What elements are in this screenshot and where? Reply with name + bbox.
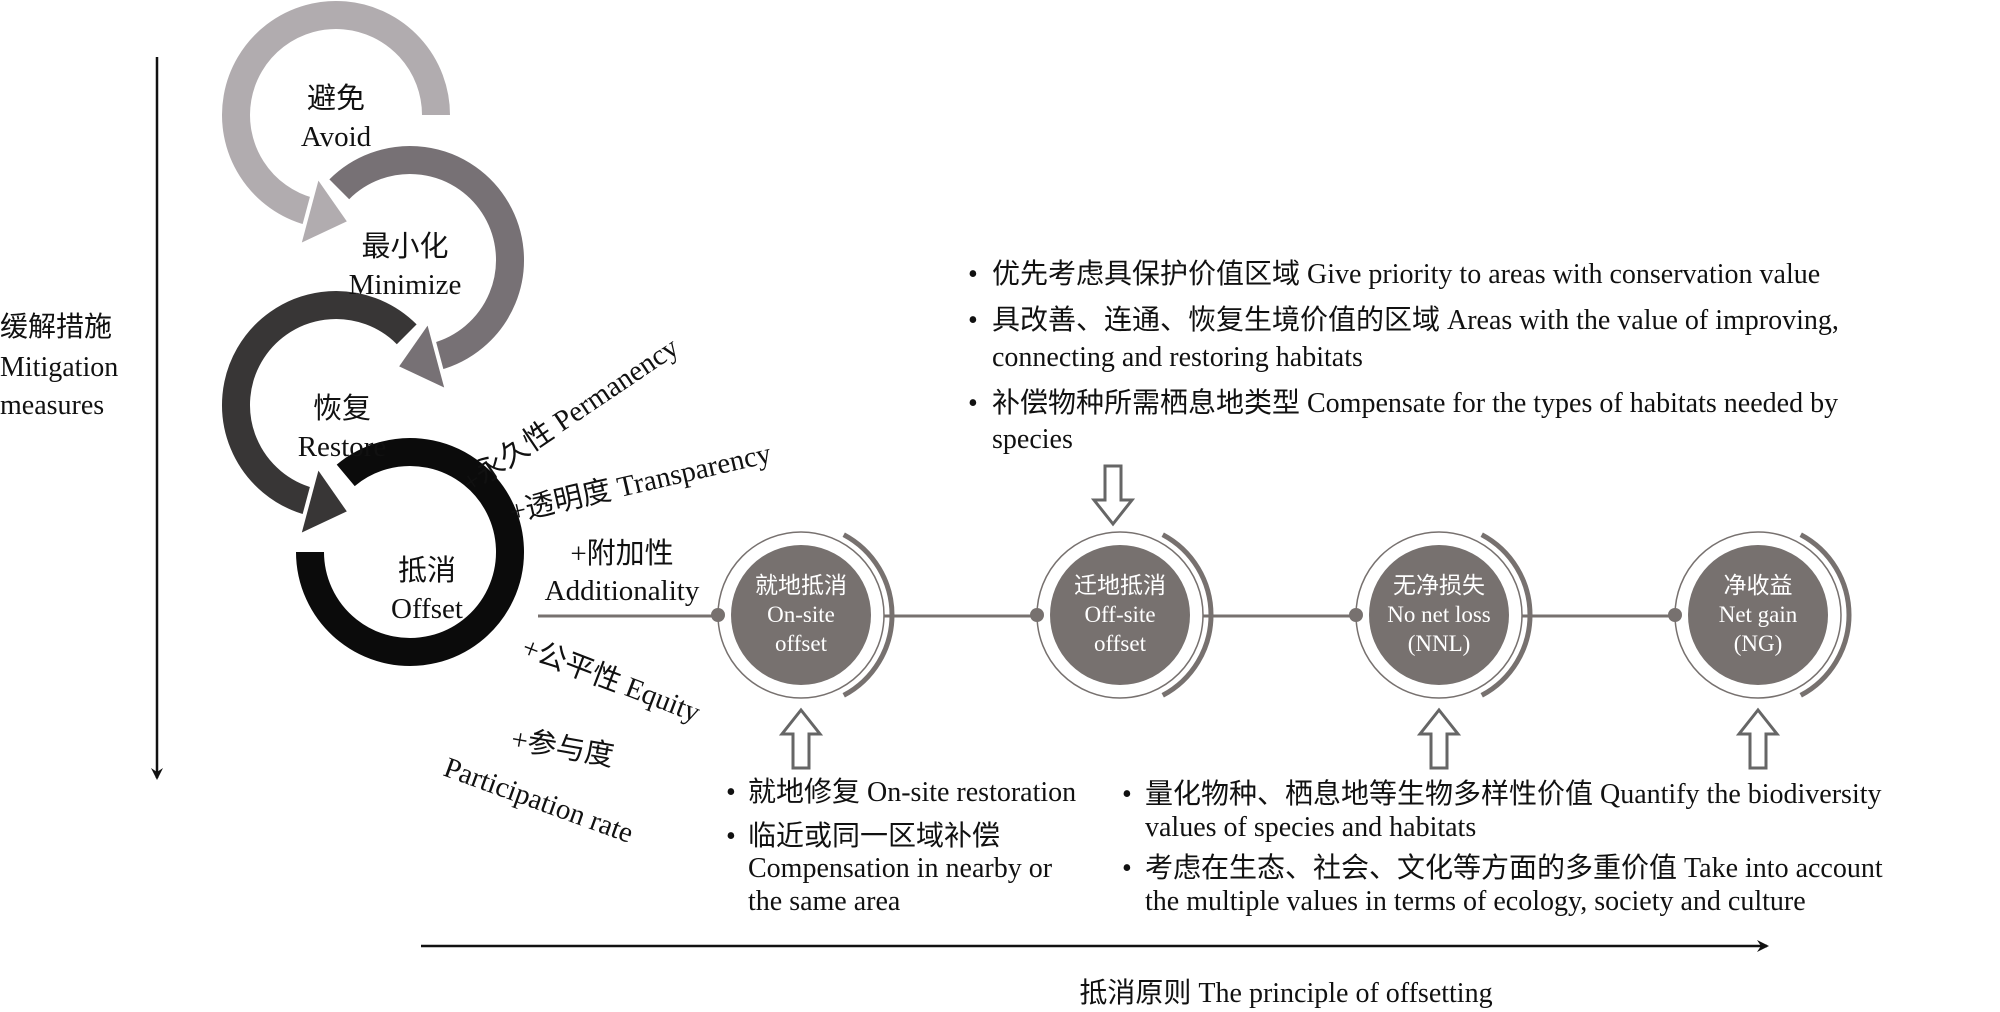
stage-label: 净收益 [1724,573,1793,598]
minimize-label-zh: 最小化 [361,230,448,263]
ring-labels: 避免 Avoid 最小化 Minimize 恢复 Restore 抵消 Offs… [298,82,463,625]
note-item: values of species and habitats [1145,812,1476,843]
bullet: • [726,777,736,808]
mitigation-label-zh: 缓解措施 [0,311,112,343]
stage-label: 就地抵消 [755,573,847,598]
note-item: 补偿物种所需栖息地类型 Compensate for the types of … [992,387,1838,419]
stage-label: 无净损失 [1393,573,1485,598]
minimize-ring [325,141,529,392]
stage-label: (NNL) [1408,631,1471,656]
avoid-ring [217,0,455,247]
mitigation-hierarchy [217,0,529,671]
down-arrow-icon [1090,464,1136,527]
avoid-label-en: Avoid [301,121,372,153]
bullet: • [1122,779,1132,810]
stage-node: 就地抵消 On-site offset [711,531,895,699]
stage-node: 无净损失 No net loss (NNL) [1349,531,1533,699]
arrowhead-icon [399,325,445,388]
stage-label: On-site [767,602,835,627]
stage-node: 迁地抵消 Off-site offset [1030,531,1214,699]
stage-node: 净收益 Net gain (NG) [1668,531,1852,699]
connector-dot [711,608,725,622]
note-item: 就地修复 On-site restoration [748,776,1076,808]
stage-accent-arc [1799,532,1852,698]
criterion-participation-zh: +参与度 [509,722,617,772]
stage-label: (NG) [1734,631,1783,656]
criterion-additionality-en: Additionality [545,575,700,607]
offset-stages: 就地抵消 On-site offset 迁地抵消 Off-site offset 无净损失 N… [711,531,1852,699]
stage-label: offset [775,631,828,656]
connector-dot [1030,608,1044,622]
criterion-additionality-zh: +附加性 [570,537,673,570]
note-item: the multiple values in terms of ecology,… [1145,886,1806,917]
minimize-label-en: Minimize [349,269,462,301]
avoid-label-zh: 避免 [307,82,365,115]
stage-accent-arc [1161,532,1214,698]
restore-ring [217,286,421,537]
hollow-arrows [778,464,1781,770]
bullet: • [968,305,978,336]
restore-label-en: Restore [298,431,387,463]
onsite-notes: • 就地修复 On-site restoration • 临近或同一区域补偿 C… [726,776,1076,917]
bullet: • [726,821,736,852]
note-item: connecting and restoring habitats [992,342,1363,373]
criterion-equity: +公平性 Equity [517,631,705,729]
up-arrow-icon [778,707,824,770]
connector-dot [1349,608,1363,622]
connector-dot [1668,608,1682,622]
offset-label-en: Offset [391,593,463,625]
stage-disc [1369,545,1509,685]
stage-label: Off-site [1084,602,1155,627]
arrowhead-icon [301,470,347,533]
note-item: Compensation in nearby or [748,853,1053,884]
stage-label: Net gain [1719,602,1798,627]
note-item: 优先考虑具保护价值区域 Give priority to areas with … [992,258,1820,290]
note-item: the same area [748,886,901,917]
restore-label-zh: 恢复 [313,392,371,425]
stage-accent-arc [842,532,895,698]
up-arrow-icon [1416,707,1462,770]
note-item: 具改善、连通、恢复生境价值的区域 Areas with the value of… [992,304,1839,336]
note-item: 考虑在生态、社会、文化等方面的多重价值 Take into account [1145,852,1883,884]
nnl-notes: • 量化物种、栖息地等生物多样性价值 Quantify the biodiver… [1122,778,1883,917]
mitigation-label-en2: measures [0,390,104,421]
stage-disc [1688,545,1828,685]
offset-label-zh: 抵消 [398,554,456,587]
stage-disc [1050,545,1190,685]
principle-axis-label: 抵消原则 The principle of offsetting [1079,977,1492,1009]
up-arrow-icon [1735,707,1781,770]
stage-label: No net loss [1387,602,1491,627]
bullet: • [968,259,978,290]
stage-label: offset [1094,631,1147,656]
stage-label: 迁地抵消 [1074,573,1166,598]
offset-ring [291,433,529,671]
stage-accent-arc [1480,532,1533,698]
arrowhead-icon [301,180,347,243]
note-item: 量化物种、栖息地等生物多样性价值 Quantify the biodiversi… [1145,778,1882,810]
mitigation-label-en1: Mitigation [0,352,118,383]
bullet: • [1122,853,1132,884]
stage-disc [731,545,871,685]
note-item: 临近或同一区域补偿 [748,820,1000,852]
bullet: • [968,388,978,419]
offsite-notes: • 优先考虑具保护价值区域 Give priority to areas wit… [968,258,1839,455]
note-item: species [992,424,1073,455]
